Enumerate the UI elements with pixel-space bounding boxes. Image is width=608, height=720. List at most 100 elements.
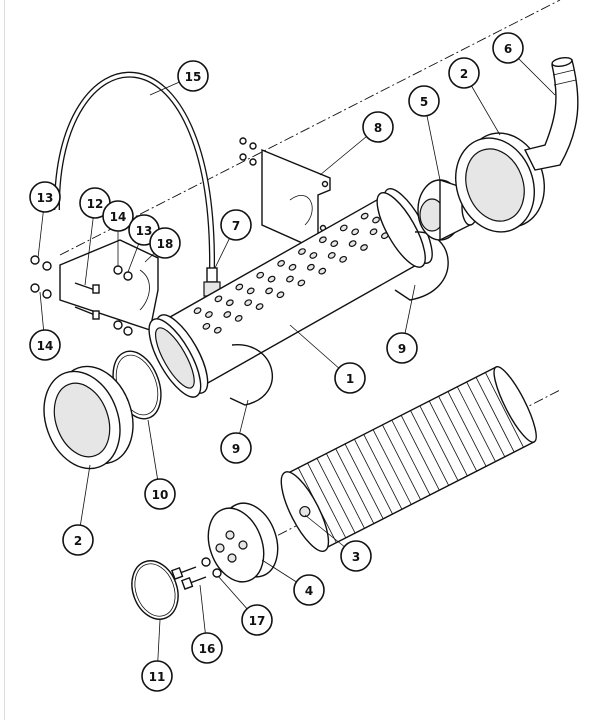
callout-label: 16: [199, 642, 216, 656]
callout-label: 14: [110, 210, 127, 224]
tube-hole: [309, 252, 318, 259]
filter-rib: [372, 429, 412, 505]
filter-rib: [456, 386, 496, 462]
housing-tube-1: [148, 188, 433, 398]
tube-hole: [235, 283, 244, 291]
tube-hole: [244, 299, 253, 307]
callout-9: 9: [386, 332, 418, 364]
filter-rib: [363, 434, 403, 510]
tube-hole: [372, 216, 380, 224]
callout-label: 7: [232, 219, 240, 233]
callout-label: 10: [152, 488, 169, 502]
tube-hole: [360, 244, 368, 251]
callout-2: 2: [62, 524, 94, 556]
filter-rib: [400, 415, 440, 491]
callout-circle: [362, 111, 394, 143]
union-nut-2-bottom: [43, 365, 134, 470]
callout-label: 2: [74, 534, 82, 548]
callout-label: 6: [504, 42, 512, 56]
callout-label: 15: [185, 70, 202, 84]
filter-rib: [316, 458, 356, 534]
filter-rib: [354, 439, 393, 515]
page-edge: [4, 0, 5, 720]
callout-circle: [241, 604, 273, 636]
callout-label: 13: [37, 191, 54, 205]
callout-6: 6: [492, 32, 524, 64]
callout-14: 14: [102, 200, 134, 232]
tube-hole: [351, 228, 360, 236]
hose-elbow-6: [523, 56, 579, 171]
callout-2: 2: [448, 57, 480, 89]
callout-circle: [177, 60, 209, 92]
callout-circle: [29, 181, 61, 213]
callout-circle: [334, 362, 366, 394]
callout-label: 12: [87, 197, 104, 211]
callout-8: 8: [362, 111, 394, 143]
callout-circle: [191, 632, 223, 664]
tube-hole: [339, 255, 348, 263]
filter-rib: [485, 372, 524, 448]
callout-16: 16: [191, 632, 223, 664]
filter-rib: [447, 391, 487, 467]
o-ring-11: [131, 560, 179, 620]
tube-hole: [255, 303, 264, 310]
callout-label: 14: [37, 339, 54, 353]
washer-17a: [201, 557, 211, 567]
filter-element-3: [280, 366, 537, 552]
callout-circle: [386, 332, 418, 364]
filter-rib: [344, 443, 384, 519]
callout-1: 1: [334, 362, 366, 394]
callout-5: 5: [408, 85, 440, 117]
callout-label: 2: [460, 67, 468, 81]
axis-line-top: [59, 0, 561, 256]
callout-11: 11: [141, 660, 173, 692]
tube-hole: [256, 271, 265, 279]
callout-circle: [408, 85, 440, 117]
tube-hole: [369, 228, 378, 236]
callout-13: 13: [128, 214, 160, 246]
callout-15: 15: [177, 60, 209, 92]
callout-circle: [102, 200, 134, 232]
filter-rib: [325, 453, 365, 529]
filter-rib: [307, 462, 347, 539]
tube-hole: [360, 212, 369, 220]
callout-3: 3: [340, 540, 372, 572]
filter-rib: [410, 410, 450, 486]
callout-label: 17: [249, 614, 266, 628]
tube-hole: [330, 240, 339, 248]
callout-14: 14: [29, 329, 61, 361]
tube-hole: [276, 291, 285, 299]
callout-circle: [220, 209, 252, 241]
hose-15-inner: [55, 72, 214, 271]
callout-4: 4: [293, 574, 325, 606]
tube-hole: [277, 260, 285, 267]
callout-circle: [149, 227, 181, 259]
filter-rib: [466, 381, 506, 458]
bracket-8: [239, 137, 331, 252]
tube-hole: [234, 315, 243, 322]
tube-hole: [297, 279, 306, 287]
filter-rib: [428, 400, 468, 477]
tube-hole: [339, 224, 348, 232]
tube-hole: [318, 267, 327, 275]
callout-label: 5: [420, 95, 428, 109]
callout-circle: [448, 57, 480, 89]
callout-circle: [492, 32, 524, 64]
callout-17: 17: [241, 604, 273, 636]
callout-circle: [293, 574, 325, 606]
washer-17b: [212, 568, 222, 578]
tube-hole: [286, 275, 294, 283]
tube-hole: [225, 299, 234, 307]
tube-hole: [348, 240, 357, 247]
tube-hole: [265, 287, 273, 295]
callout-label: 9: [232, 442, 240, 456]
callout-label: 3: [352, 550, 360, 564]
screws-16: [170, 566, 207, 590]
filter-rib: [391, 419, 431, 496]
tube-hole: [298, 248, 306, 255]
callout-circle: [340, 540, 372, 572]
u-bolt-9-bottom: [229, 344, 273, 406]
tube-hole: [288, 263, 297, 271]
